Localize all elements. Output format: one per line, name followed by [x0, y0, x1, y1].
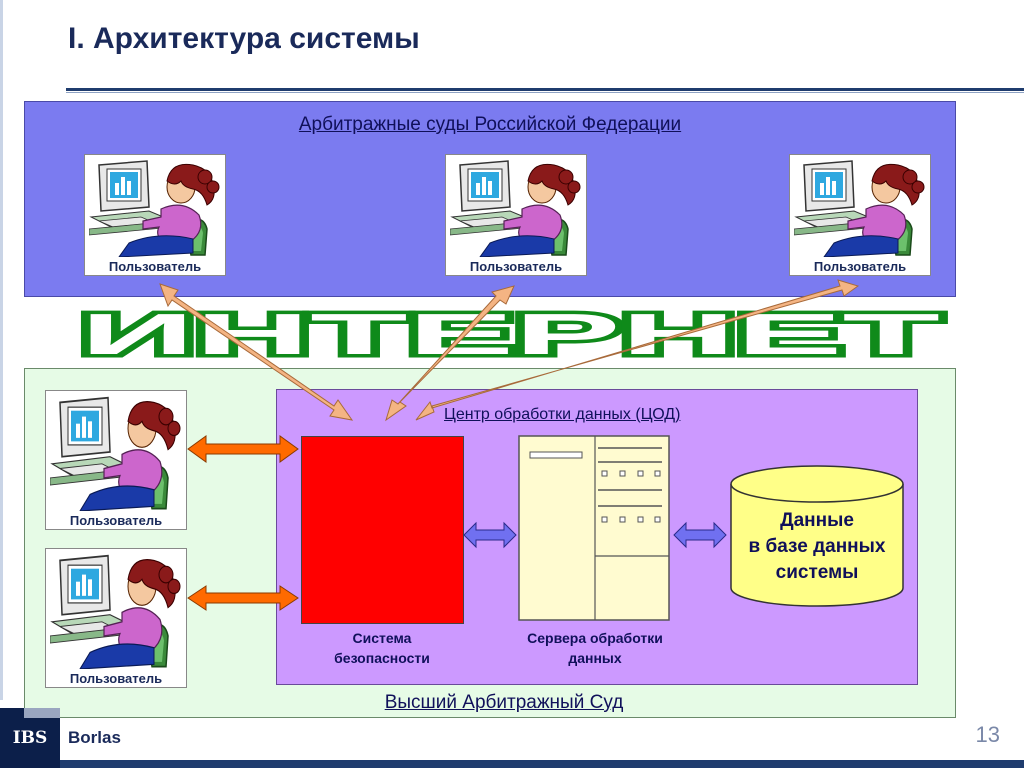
internet-arrows	[159, 279, 860, 422]
slide-title: I. Архитектура системы	[68, 22, 420, 55]
user-label: Пользователь	[69, 671, 163, 686]
database-caption-line-1: Данные	[780, 510, 854, 531]
security-caption-line-2: безопасности	[334, 650, 430, 666]
internet-arrow-left	[159, 283, 354, 421]
inner-arrows	[463, 521, 727, 549]
page-number: 13	[975, 722, 1000, 747]
user-label: Пользователь	[69, 513, 163, 528]
servers-caption-line-2: данных	[568, 650, 622, 666]
server-rack-icon	[518, 435, 670, 621]
supreme-court-title: Высший Арбитражный Суд	[384, 692, 624, 713]
inner-arrow-security-servers	[463, 521, 517, 549]
database-caption-line-2: в базе данных	[748, 536, 886, 557]
user-label: Пользователь	[108, 259, 202, 274]
database-cylinder-icon	[730, 465, 904, 607]
servers-caption-line-1: Сервера обработки	[527, 630, 663, 646]
company-name: Borlas	[68, 728, 121, 747]
regional-courts-title: Арбитражные суды Российской Федерации	[298, 114, 682, 135]
title-underline-thin	[66, 92, 1024, 93]
security-caption: Система безопасности	[301, 628, 463, 668]
internet-arrow-right	[415, 279, 860, 421]
supreme-user-1[interactable]: Пользователь	[45, 390, 187, 530]
regional-user-3[interactable]: Пользователь	[789, 154, 931, 276]
regional-user-1[interactable]: Пользователь	[84, 154, 226, 276]
internet-arrow-center	[385, 285, 515, 422]
security-system-block[interactable]	[301, 436, 464, 624]
user-label: Пользователь	[813, 259, 907, 274]
local-arrow-upper	[187, 435, 299, 463]
local-arrows	[187, 435, 299, 611]
local-arrow-lower	[187, 585, 299, 611]
data-center-title: Центр обработки данных (ЦОД)	[444, 406, 681, 423]
regional-user-2[interactable]: Пользователь	[445, 154, 587, 276]
servers-caption: Сервера обработки данных	[500, 628, 690, 668]
security-caption-line-1: Система	[352, 630, 412, 646]
title-underline	[66, 88, 1024, 91]
supreme-user-2[interactable]: Пользователь	[45, 548, 187, 688]
left-edge-stripe	[0, 0, 3, 700]
inner-arrow-servers-database	[673, 521, 727, 549]
user-label: Пользователь	[469, 259, 563, 274]
footer-bar	[0, 760, 1024, 768]
database-caption-line-3: системы	[775, 562, 859, 583]
logo-edge	[24, 708, 60, 718]
database-caption: Данные в базе данных системы	[730, 508, 904, 586]
ibs-logo: IBS	[0, 708, 60, 768]
